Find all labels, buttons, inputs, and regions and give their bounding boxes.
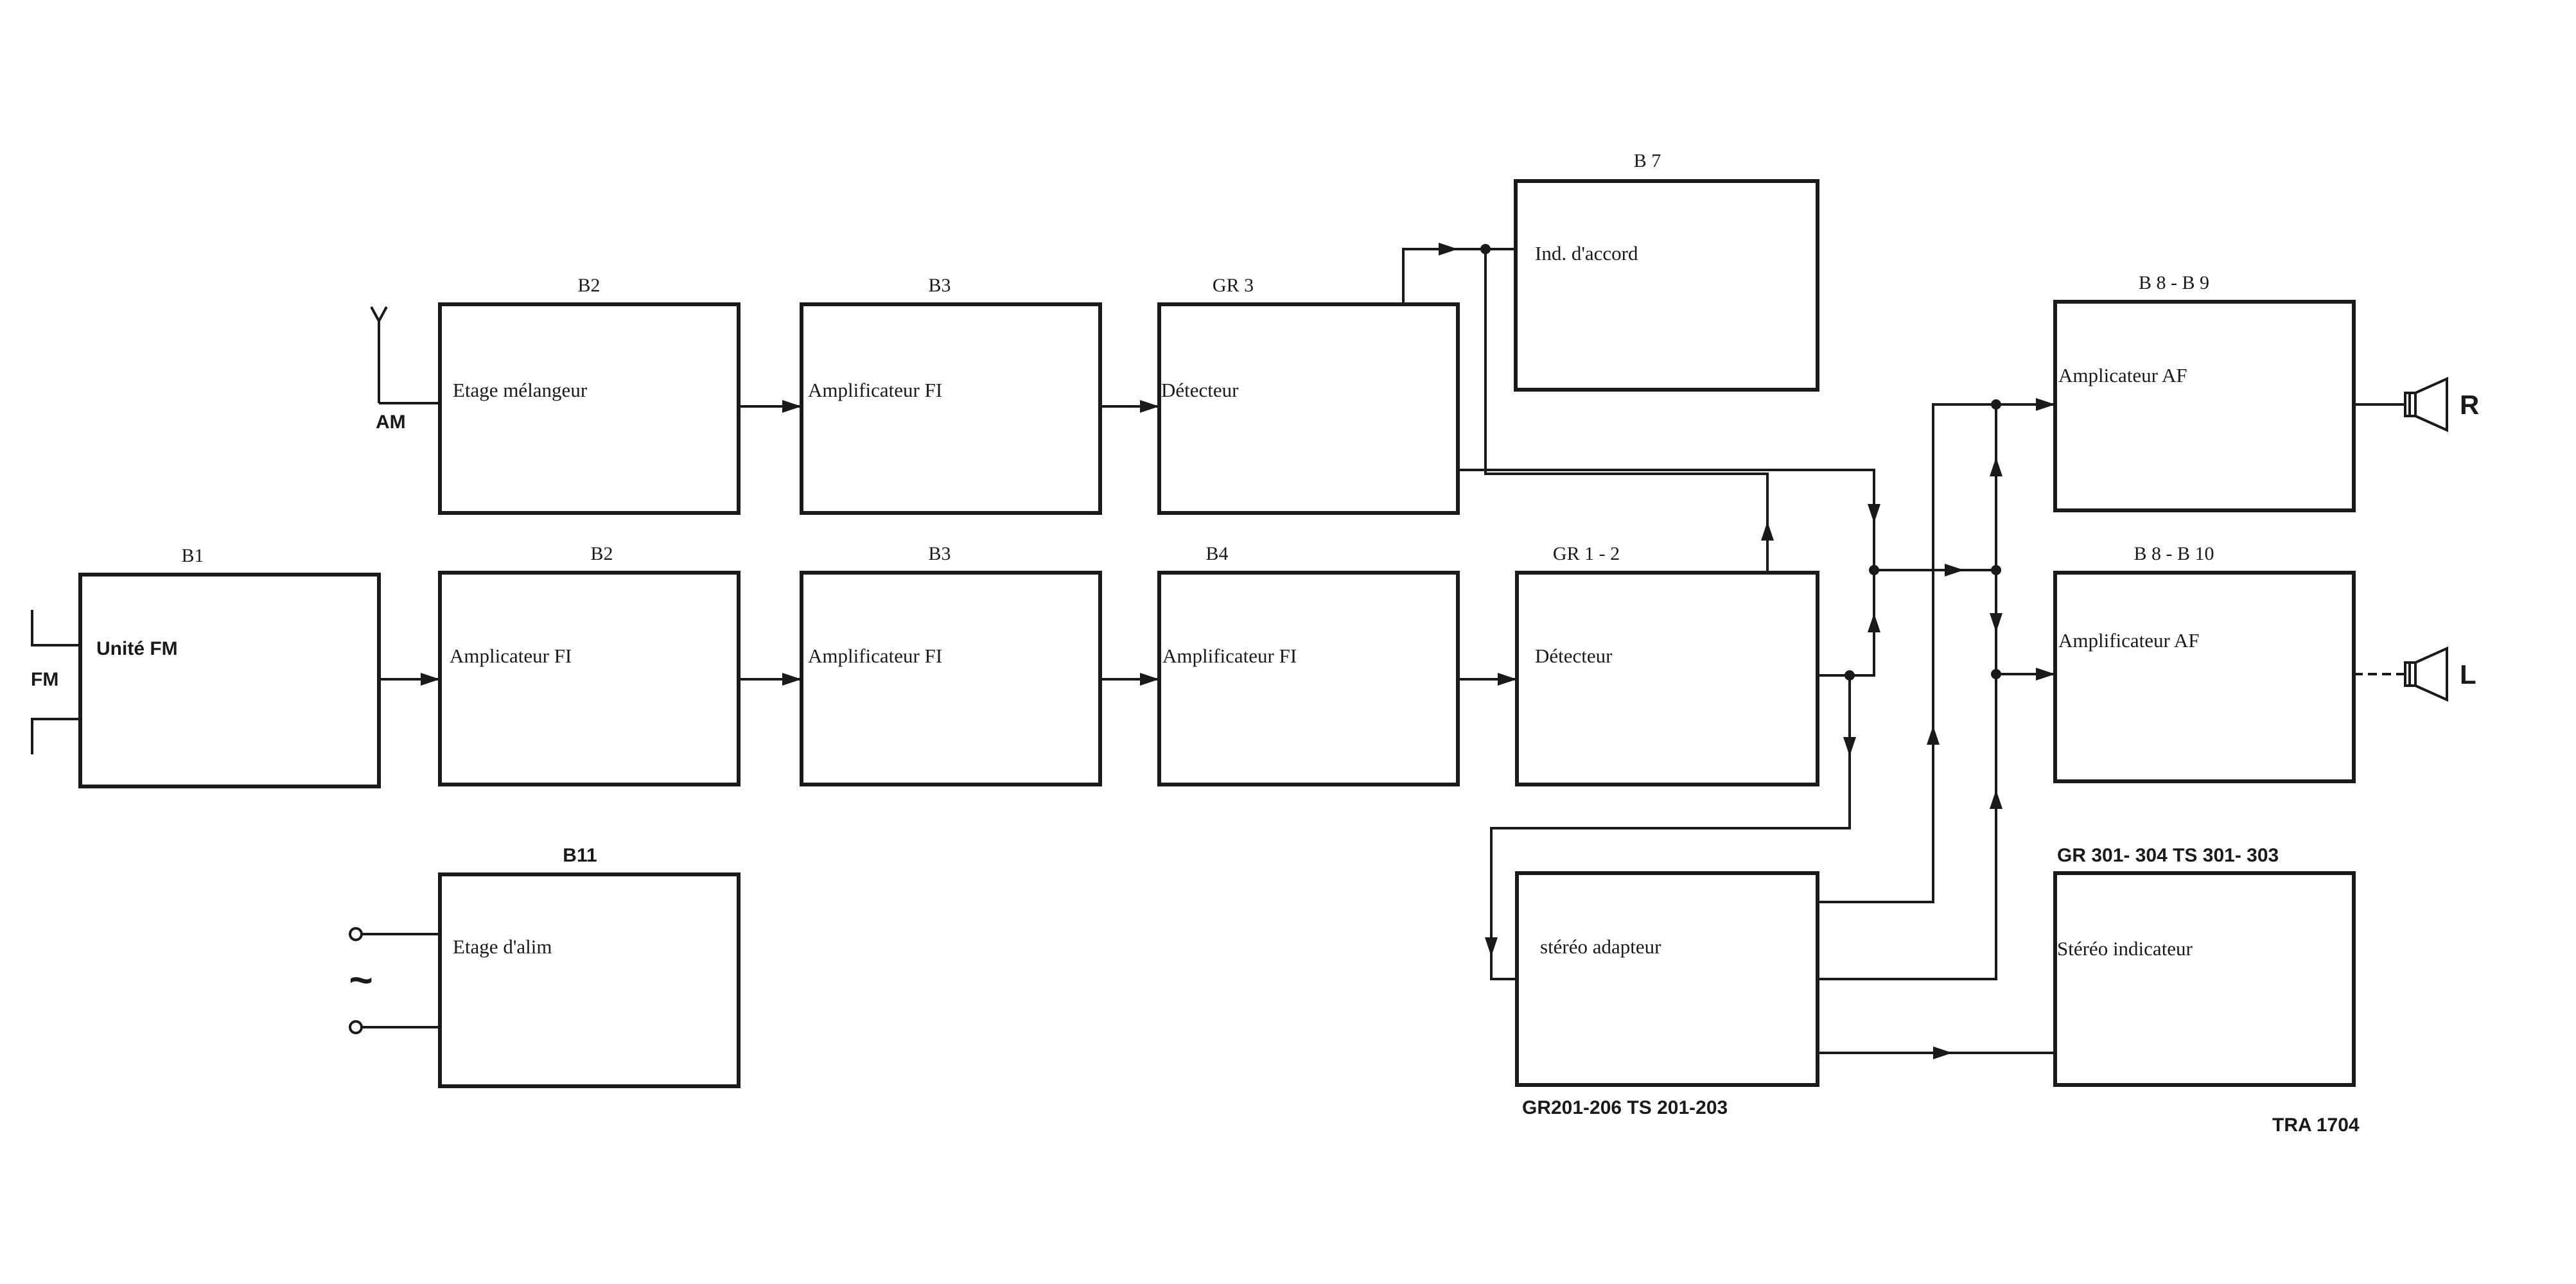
block-label: stéréo adapteur bbox=[1540, 935, 1661, 958]
block-fm-if-2: B3 Amplificateur FI bbox=[800, 543, 1102, 786]
block-label: Stéréo indicateur bbox=[2057, 937, 2193, 960]
block-ref: B2 bbox=[577, 275, 600, 296]
block-am-mixer: B2 Etage mélangeur bbox=[438, 275, 740, 515]
block-ref: B2 bbox=[590, 543, 613, 564]
block-label: Amplicateur FI bbox=[450, 645, 572, 667]
block-ref: B 8 - B 10 bbox=[2134, 543, 2214, 564]
block-ref: B3 bbox=[928, 543, 951, 564]
fm-input-lines bbox=[31, 610, 80, 754]
block-fm-if-1: B2 Amplicateur FI bbox=[438, 543, 740, 786]
block-ref: B11 bbox=[563, 845, 597, 866]
block-ref: GR 301- 304 TS 301- 303 bbox=[2057, 845, 2279, 866]
arrowheads bbox=[421, 243, 2055, 1059]
block-fm-unit: B1 Unité FM bbox=[78, 545, 381, 788]
block-stereo-indicator: GR 301- 304 TS 301- 303 Stéréo indicateu… bbox=[2053, 845, 2356, 1087]
am-label: AM bbox=[376, 412, 406, 433]
block-label: Unité FM bbox=[96, 638, 178, 659]
block-label: Détecteur bbox=[1535, 645, 1613, 667]
block-tuning-indicator: B 7 Ind. d'accord bbox=[1514, 150, 1819, 392]
block-ref: GR 3 bbox=[1213, 275, 1254, 296]
block-label: Amplificateur FI bbox=[808, 645, 942, 667]
block-ref: B 7 bbox=[1634, 150, 1661, 171]
antenna-icon bbox=[370, 306, 440, 404]
block-label: Amplificateur FI bbox=[808, 379, 942, 401]
block-label: Détecteur bbox=[1161, 379, 1239, 401]
block-ref: GR 1 - 2 bbox=[1553, 543, 1620, 564]
speaker-icon bbox=[2404, 376, 2448, 433]
block-label: Amplificateur AF bbox=[2058, 629, 2200, 652]
block-ref: GR201-206 TS 201-203 bbox=[1522, 1097, 1728, 1118]
speaker-icon bbox=[2404, 646, 2448, 702]
document-id: TRA 1704 bbox=[2272, 1115, 2360, 1136]
block-ref: B1 bbox=[181, 545, 204, 566]
ac-symbol: ~ bbox=[349, 957, 372, 1003]
block-am-if: B3 Amplificateur FI bbox=[800, 275, 1102, 515]
block-af-amp-left: B 8 - B 10 Amplificateur AF bbox=[2053, 543, 2356, 783]
block-fm-if-3: B4 Amplificateur FI bbox=[1157, 543, 1460, 786]
block-af-amp-right: B 8 - B 9 Amplicateur AF bbox=[2053, 272, 2356, 512]
block-power-supply: B11 Etage d'alim bbox=[438, 845, 740, 1088]
block-label: Ind. d'accord bbox=[1535, 242, 1638, 265]
block-ref: B3 bbox=[928, 275, 951, 296]
fm-label: FM bbox=[31, 669, 58, 690]
mains-input bbox=[349, 927, 440, 1034]
block-fm-detector: GR 1 - 2 Détecteur bbox=[1515, 543, 1819, 786]
terminal-icon bbox=[349, 927, 363, 941]
speaker-left-label: L bbox=[2460, 659, 2476, 690]
speaker-right-label: R bbox=[2460, 390, 2479, 420]
block-label: Etage mélangeur bbox=[453, 379, 588, 401]
junction-dots bbox=[1480, 244, 2001, 681]
block-am-detector: GR 3 Détecteur bbox=[1157, 275, 1460, 515]
block-label: Etage d'alim bbox=[453, 935, 552, 958]
block-label: Amplificateur FI bbox=[1162, 645, 1297, 667]
block-ref: B4 bbox=[1205, 543, 1228, 564]
block-ref: B 8 - B 9 bbox=[2139, 272, 2209, 293]
terminal-icon bbox=[349, 1020, 363, 1034]
block-stereo-adapter: GR201-206 TS 201-203 stéréo adapteur bbox=[1515, 871, 1819, 1118]
block-label: Amplicateur AF bbox=[2058, 364, 2187, 386]
